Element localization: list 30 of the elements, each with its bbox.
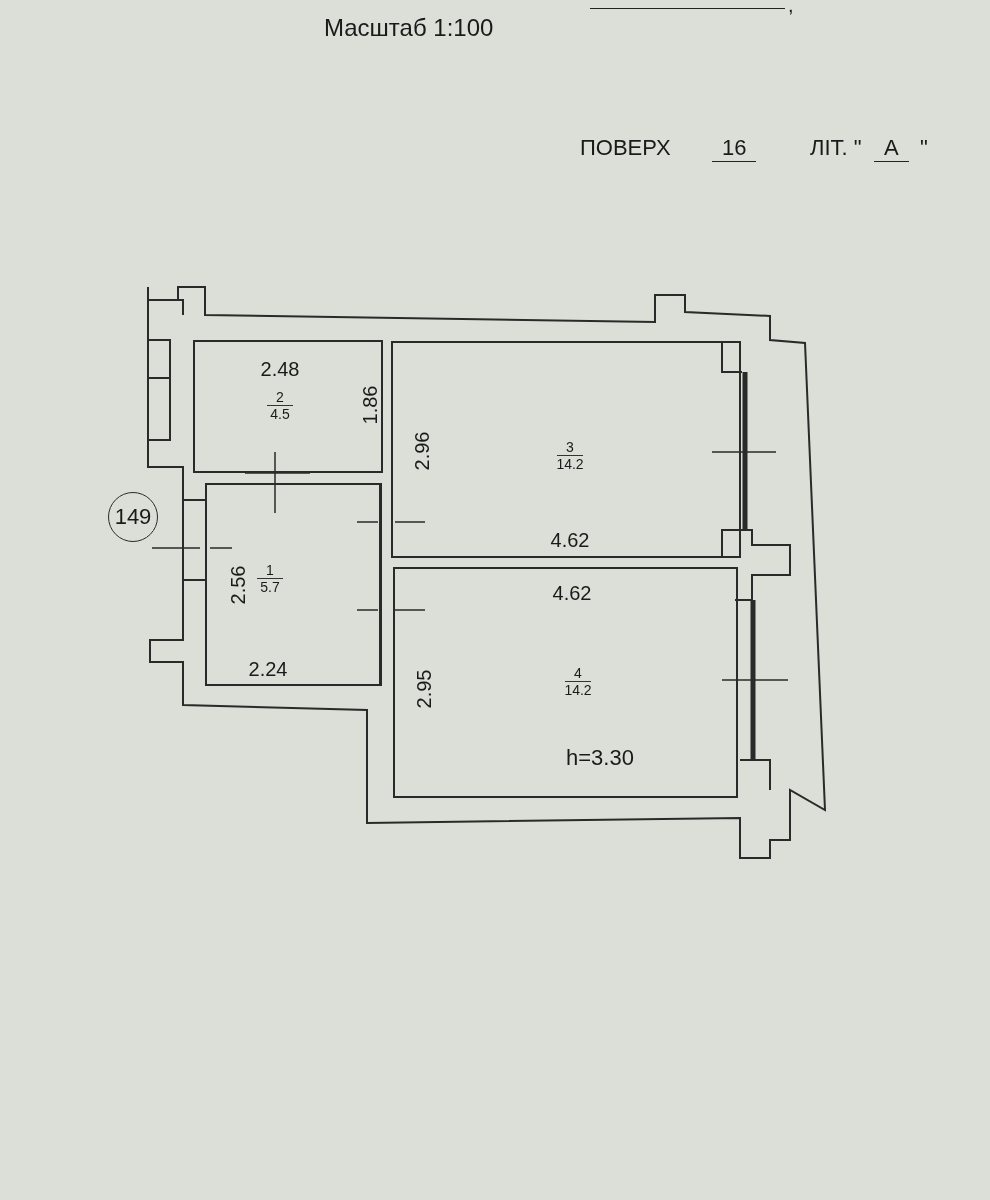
room-dimension: 2.48 xyxy=(260,357,300,381)
plan-label: ПОВЕРХ xyxy=(580,135,671,161)
room-number: 4 xyxy=(574,665,582,681)
fill-in-value: 16 xyxy=(712,135,757,162)
room-outline xyxy=(393,567,738,798)
room-dimension: 2.56 xyxy=(226,565,250,605)
room-number: 3 xyxy=(566,439,574,455)
room-area: 4.5 xyxy=(270,406,290,422)
room-dimension: 4.62 xyxy=(550,528,590,552)
fill-in-value: А xyxy=(874,135,909,162)
room-area: 14.2 xyxy=(556,456,584,472)
apartment-number: 149 xyxy=(114,504,152,530)
room-number: 1 xyxy=(266,562,274,578)
room-dimension: 2.95 xyxy=(412,669,436,709)
room-dimension: 2.96 xyxy=(410,431,434,471)
room-dimension: 2.24 xyxy=(248,657,288,681)
room-dimension: 1.86 xyxy=(358,385,382,425)
plan-label: ЛІТ. " xyxy=(810,135,862,161)
plan-label: h=3.30 xyxy=(566,745,634,771)
room-outline xyxy=(391,341,741,558)
room-outline xyxy=(205,483,382,686)
room-area: 5.7 xyxy=(260,579,280,595)
room-area: 14.2 xyxy=(564,682,592,698)
room-outline xyxy=(193,340,383,473)
room-dimension: 4.62 xyxy=(552,581,592,605)
plan-label: Масштаб 1:100 xyxy=(324,14,494,42)
apartment-number-circle xyxy=(108,492,158,542)
plan-label: , xyxy=(788,0,794,17)
plan-label: " xyxy=(920,135,928,161)
room-number: 2 xyxy=(276,389,284,405)
